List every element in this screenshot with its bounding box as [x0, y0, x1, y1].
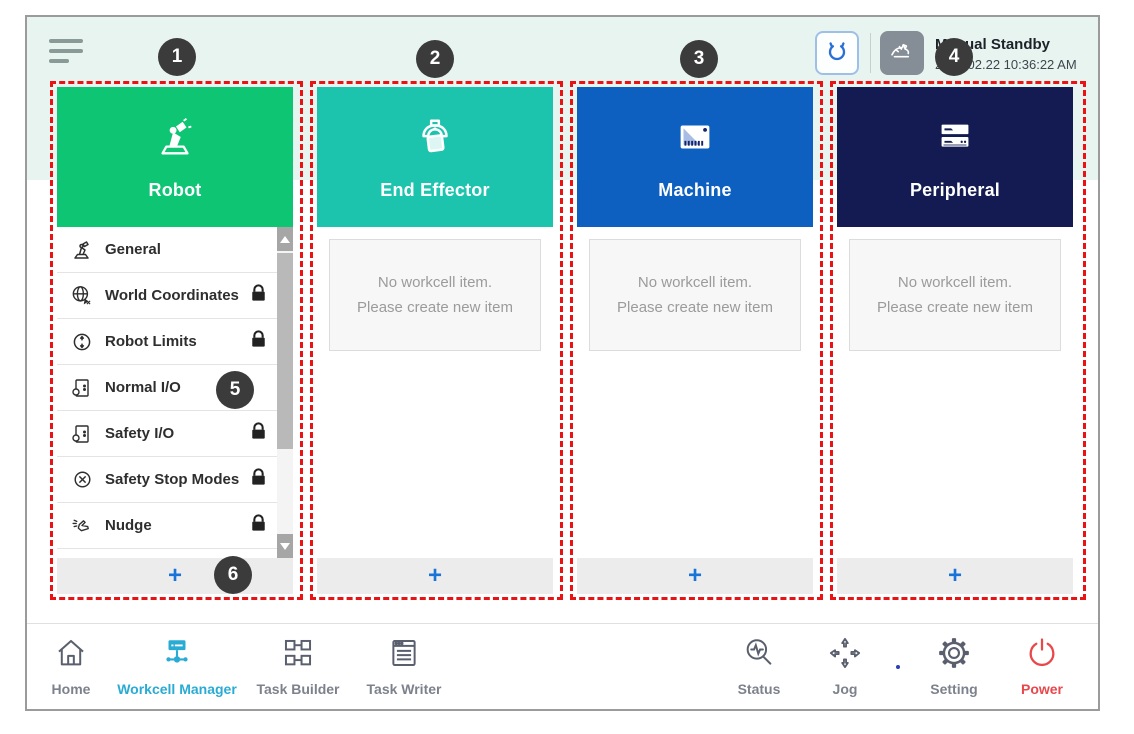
status-icon: [741, 636, 777, 675]
jog-icon: [827, 636, 863, 675]
nav-power[interactable]: Power: [1000, 636, 1084, 697]
hand-guide-button[interactable]: [880, 31, 924, 75]
io-icon: [67, 419, 97, 449]
end-effector-add-item-button[interactable]: +: [317, 558, 553, 594]
peripheral-icon: [932, 115, 978, 166]
nav-status[interactable]: Status: [716, 636, 802, 697]
machine-empty-state: No workcell item. Please create new item: [589, 239, 801, 351]
plus-icon: +: [947, 562, 962, 589]
callout-badge-6: 6: [214, 556, 252, 594]
list-item-general[interactable]: General: [57, 227, 293, 273]
plus-icon: +: [167, 562, 182, 589]
gripper-box-icon: [412, 115, 458, 166]
callout-badge-4: 4: [935, 38, 973, 76]
peripheral-add-item-button[interactable]: +: [837, 558, 1073, 594]
peripheral-column: Peripheral No workcell item. Please crea…: [837, 87, 1073, 594]
nav-workcell-manager[interactable]: Workcell Manager: [109, 636, 245, 697]
peripheral-body: No workcell item. Please create new item: [837, 227, 1073, 558]
scroll-up-button[interactable]: [277, 227, 293, 251]
gripper-icon: [823, 37, 851, 70]
nudge-hand-icon: [67, 511, 97, 541]
list-item-robot-limits[interactable]: Robot Limits: [57, 319, 293, 365]
machine-header[interactable]: Machine: [577, 87, 813, 227]
callout-badge-3: 3: [680, 40, 718, 78]
safety-stop-icon: [67, 465, 97, 495]
peripheral-title: Peripheral: [909, 180, 1001, 200]
app-window: Manual Standby 2022.02.22 10:36:22 AM Ro…: [25, 15, 1100, 711]
setting-icon: [936, 636, 972, 675]
nav-setting[interactable]: Setting: [908, 636, 1000, 697]
task-writer-icon: [386, 636, 422, 675]
scrollbar-thumb[interactable]: [277, 253, 293, 449]
end-effector-body: No workcell item. Please create new item: [317, 227, 553, 558]
robot-limits-icon: [67, 327, 97, 357]
lock-icon: [250, 330, 267, 353]
machine-add-item-button[interactable]: +: [577, 558, 813, 594]
robot-column: Robot General: [57, 87, 293, 594]
nav-task-builder[interactable]: Task Builder: [245, 636, 351, 697]
callout-badge-1: 1: [158, 38, 196, 76]
scroll-down-button[interactable]: [277, 534, 293, 558]
end-effector-empty-state: No workcell item. Please create new item: [329, 239, 541, 351]
robot-title: Robot: [148, 180, 202, 200]
nav-task-writer[interactable]: Task Writer: [351, 636, 457, 697]
nav-indicator-dot: [896, 664, 900, 669]
lock-icon: [250, 284, 267, 307]
end-effector-title: End Effector: [380, 180, 490, 200]
end-effector-column: End Effector No workcell item. Please cr…: [317, 87, 553, 594]
plus-icon: +: [427, 562, 442, 589]
end-effector-header[interactable]: End Effector: [317, 87, 553, 227]
topbar-divider: [870, 33, 871, 73]
robot-list-scrollbar[interactable]: [277, 227, 293, 558]
list-item-world-coordinates[interactable]: World Coordinates: [57, 273, 293, 319]
hamburger-menu-icon[interactable]: [49, 39, 89, 69]
workcell-manager-icon: [159, 636, 195, 675]
power-icon: [1025, 636, 1059, 675]
task-builder-icon: [280, 636, 316, 675]
nav-home[interactable]: Home: [33, 636, 109, 697]
nav-jog[interactable]: Jog: [802, 636, 888, 697]
robot-header[interactable]: Robot: [57, 87, 293, 227]
list-item-safety-io[interactable]: Safety I/O: [57, 411, 293, 457]
robot-arm-small-icon: [67, 235, 97, 265]
bottom-navigation: Home Workcell Manager: [27, 623, 1098, 709]
machine-body: No workcell item. Please create new item: [577, 227, 813, 558]
callout-badge-5: 5: [216, 371, 254, 409]
list-item-normal-io[interactable]: Normal I/O: [57, 365, 293, 411]
peripheral-header[interactable]: Peripheral: [837, 87, 1073, 227]
gripper-tool-button[interactable]: [815, 31, 859, 75]
peripheral-empty-state: No workcell item. Please create new item: [849, 239, 1061, 351]
robot-add-item-button[interactable]: +: [57, 558, 293, 594]
machine-title: Machine: [658, 180, 732, 200]
world-coordinates-icon: [67, 281, 97, 311]
home-icon: [53, 636, 89, 675]
lock-icon: [250, 514, 267, 537]
machine-icon: [672, 115, 718, 166]
lock-icon: [250, 422, 267, 445]
hand-guide-icon: [887, 36, 917, 71]
list-item-safety-stop-modes[interactable]: Safety Stop Modes: [57, 457, 293, 503]
robot-arm-icon: [152, 115, 198, 166]
plus-icon: +: [687, 562, 702, 589]
robot-item-list: General World Coordinates: [57, 227, 293, 558]
machine-column: Machine No workcell item. Please create …: [577, 87, 813, 594]
list-item-nudge[interactable]: Nudge: [57, 503, 293, 549]
callout-badge-2: 2: [416, 40, 454, 78]
lock-icon: [250, 468, 267, 491]
io-icon: [67, 373, 97, 403]
